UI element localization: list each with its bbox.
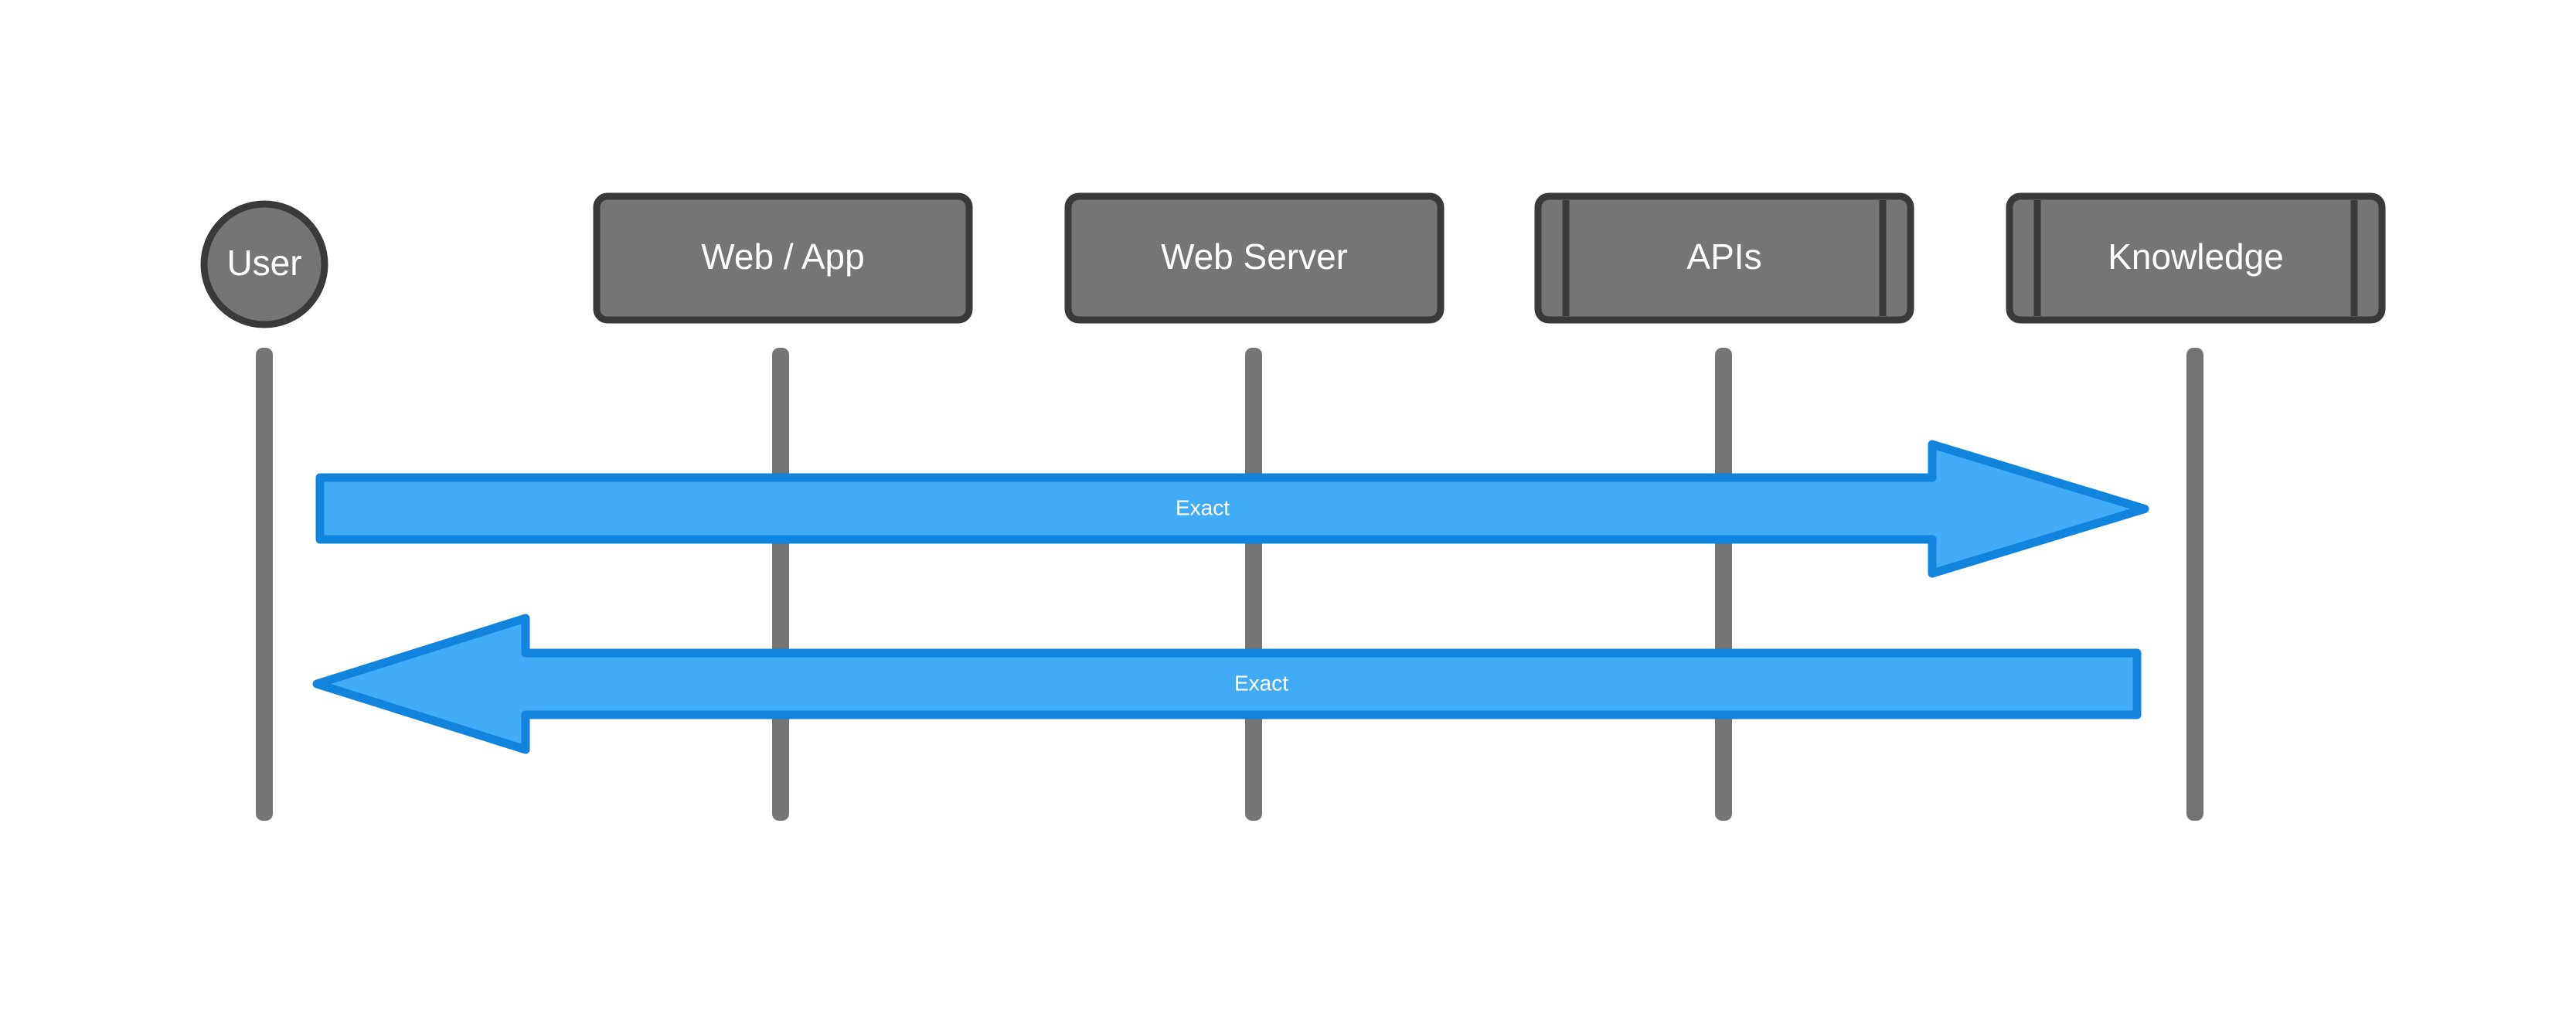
message-2-arrow[interactable] <box>312 614 2142 754</box>
lifeline-web-server <box>1245 348 1262 821</box>
participant-knowledge-label: Knowledge <box>2108 236 2284 277</box>
message-2[interactable]: Exact <box>312 614 2142 754</box>
lifeline-user <box>256 348 273 821</box>
participant-knowledge-shape[interactable] <box>2006 192 2386 324</box>
message-1[interactable]: Exact <box>315 440 2149 578</box>
lifeline-web-app <box>772 348 789 821</box>
lifeline-knowledge <box>2186 348 2203 821</box>
participant-apis[interactable]: APIs <box>1534 192 1914 324</box>
messages-group: Exact Exact <box>312 440 2149 754</box>
participants-group: User Web / App Web Server APIs Knowl <box>200 192 2386 328</box>
participant-web-app-label: Web / App <box>701 236 864 277</box>
lifeline-apis <box>1715 348 1732 821</box>
participant-apis-label: APIs <box>1686 236 1761 277</box>
message-1-label: Exact <box>1176 495 1230 519</box>
participant-web-app[interactable]: Web / App <box>593 192 973 324</box>
participant-user-label: User <box>226 243 301 283</box>
message-1-arrow[interactable] <box>315 440 2149 578</box>
participant-web-server-shape[interactable] <box>1064 192 1445 324</box>
participant-apis-shape[interactable] <box>1534 192 1914 324</box>
participant-web-server-label: Web Server <box>1161 236 1348 277</box>
participant-user[interactable]: User <box>200 200 328 328</box>
message-2-label: Exact <box>1234 671 1288 695</box>
lifelines-group <box>256 348 2203 821</box>
participant-user-shape[interactable] <box>200 200 328 328</box>
participant-web-server[interactable]: Web Server <box>1064 192 1445 324</box>
participant-web-app-shape[interactable] <box>593 192 973 324</box>
participant-knowledge[interactable]: Knowledge <box>2006 192 2386 324</box>
